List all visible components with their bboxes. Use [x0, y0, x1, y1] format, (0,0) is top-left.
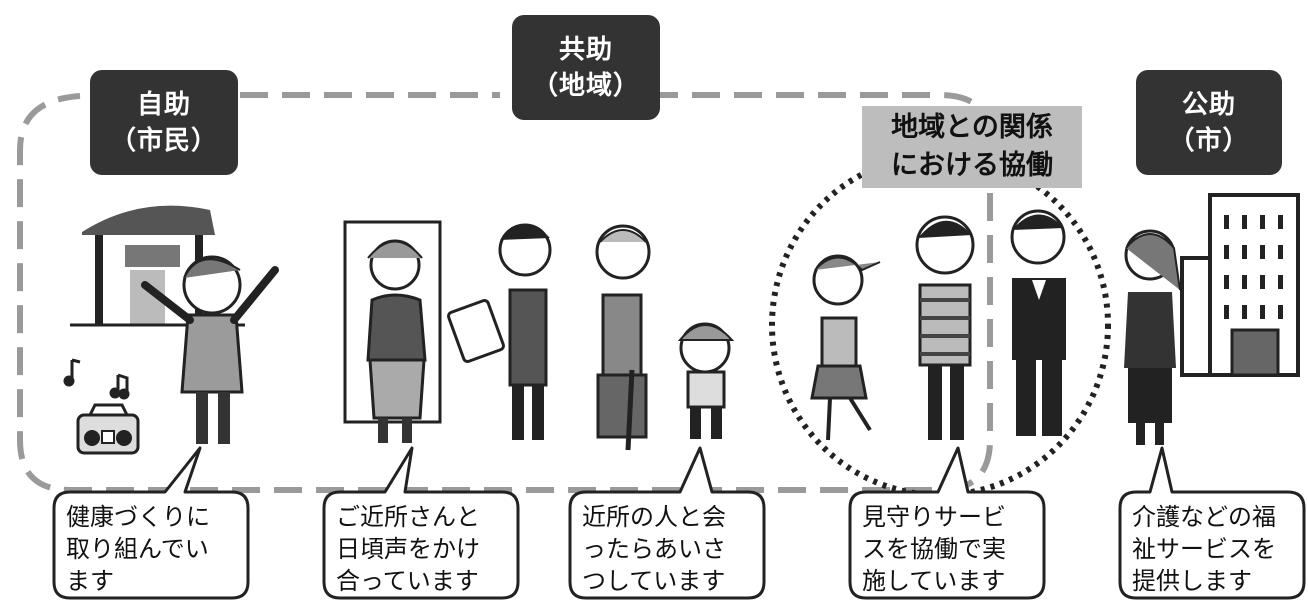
public-help-label: 公助 （市） [1136, 70, 1282, 175]
collaboration-line-1: 地域との関係 [891, 112, 1053, 143]
exercising-woman-figure [141, 255, 279, 444]
staff-woman-figure [1124, 229, 1181, 445]
bubble-line: つしています [582, 567, 726, 595]
collaboration-line-2: における協働 [891, 150, 1053, 181]
bubble-shape-3 [568, 446, 766, 600]
man-in-suit-figure [1010, 209, 1066, 436]
boy-in-striped-shirt-figure [915, 215, 975, 440]
bubble-line: 見守りサービ [862, 503, 1006, 531]
city-hall-building-icon [1180, 193, 1300, 377]
bubble-shape-4 [848, 446, 1046, 600]
public-help-title: 公助 [1181, 89, 1236, 120]
bubble-line: ご近所さんと [336, 503, 480, 531]
bubble-line: 取り組んでい [66, 535, 209, 563]
speech-bubble-watch-service: 見守りサービ スを協働で実 施しています [854, 495, 1044, 603]
mutual-help-label: 共助 （地域） [512, 15, 660, 120]
self-help-label: 自助 （市民） [90, 70, 238, 175]
speech-bubble-greetings: 近所の人と会 ったらあいさ つしています [574, 495, 764, 603]
woman-with-glasses-figure [366, 239, 427, 443]
mutual-help-subtitle: （地域） [531, 70, 640, 101]
collaboration-dotted-ellipse [769, 152, 1111, 498]
self-help-subtitle: （市民） [109, 125, 218, 156]
public-help-subtitle: （市） [1168, 125, 1250, 156]
doorway-icon [343, 220, 442, 424]
bubble-shape-5 [1118, 446, 1306, 600]
radio-icon [76, 403, 140, 455]
child-with-cap-figure [677, 322, 735, 439]
mutual-help-title: 共助 [558, 34, 613, 65]
elderly-man-with-cane-figure [595, 224, 651, 451]
bubble-line: 近所の人と会 [582, 503, 726, 531]
bubble-line: 日頃声をかけ [336, 535, 480, 563]
girl-with-ponytail-figure [810, 254, 881, 441]
bubble-shape-1 [52, 446, 250, 600]
bubble-line: 祉サービスを [1132, 535, 1276, 563]
music-note-icons [63, 358, 130, 400]
bubble-shape-2 [322, 446, 520, 600]
bubble-line: 合っています [336, 567, 479, 595]
collaboration-label: 地域との関係 における協働 [862, 106, 1082, 188]
speech-bubble-neighbors: ご近所さんと 日頃声をかけ 合っています [328, 495, 518, 603]
bubble-line: スを協働で実 [862, 535, 1006, 563]
self-help-title: 自助 [136, 89, 191, 120]
speech-bubble-welfare: 介護などの福 祉サービスを 提供します [1124, 495, 1306, 603]
speech-bubble-health: 健康づくりに 取り組んでい ます [58, 495, 248, 603]
bubble-line: 介護などの福 [1132, 503, 1276, 531]
bubble-line: 健康づくりに [66, 503, 210, 531]
bubble-line: ます [66, 567, 114, 595]
bubble-line: ったらあいさ [582, 535, 726, 563]
bubble-line: 施しています [862, 567, 1006, 595]
bubble-line: 提供します [1132, 567, 1252, 595]
man-with-clipboard-figure [447, 223, 552, 440]
